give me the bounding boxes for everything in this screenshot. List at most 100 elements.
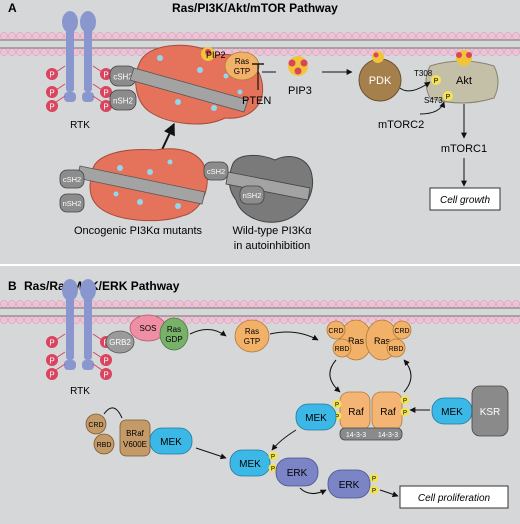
lipid-head [504, 300, 512, 308]
lipid-head [176, 300, 184, 308]
svg-text:P: P [335, 415, 339, 421]
lipid-head [8, 32, 16, 40]
erk-phosphates: P P [369, 473, 379, 495]
lipid-head [296, 32, 304, 40]
lipid-head [304, 32, 312, 40]
lipid-head [408, 316, 416, 324]
phosphate: P [100, 68, 112, 80]
lipid-head [408, 300, 416, 308]
lipid-head [504, 32, 512, 40]
svg-text:GTP: GTP [234, 67, 250, 76]
phosphate: P [400, 407, 410, 417]
lipid-head [472, 32, 480, 40]
lipid-head [216, 32, 224, 40]
pi3k-mutant [76, 148, 208, 222]
lipid-head [8, 48, 16, 56]
svg-text:CRD: CRD [328, 328, 343, 335]
lipid-head [8, 316, 16, 324]
lipid-head [504, 48, 512, 56]
lipid-head [184, 300, 192, 308]
lipid-head [128, 32, 136, 40]
lipid-head [408, 48, 416, 56]
crd-domain: CRD [392, 320, 412, 340]
lipid-head [128, 300, 136, 308]
lipid-head [16, 300, 24, 308]
lipid-head [192, 300, 200, 308]
svg-text:Ras: Ras [167, 325, 181, 334]
svg-text:P: P [372, 489, 376, 495]
rtk-phosphate-circles-a: P P P P P P [46, 68, 112, 112]
akt-phosphate-t308: P [431, 75, 441, 85]
lipid-head [464, 300, 472, 308]
phosphate: P [369, 473, 379, 483]
lipid-head [488, 316, 496, 324]
lipid-head [0, 32, 8, 40]
lipid-head [336, 300, 344, 308]
svg-text:P: P [103, 89, 108, 98]
lipid-head [304, 316, 312, 324]
lipid-head [360, 32, 368, 40]
lipid-head [320, 48, 328, 56]
lipid-head [104, 48, 112, 56]
svg-text:ERK: ERK [339, 480, 360, 491]
lipid-head [0, 316, 8, 324]
lipid-head [112, 48, 120, 56]
lipid-head [136, 32, 144, 40]
pi3k-wildtype [225, 155, 314, 223]
lipid-head [272, 316, 280, 324]
rtk-receptor-a [62, 11, 96, 102]
lipid-head [280, 316, 288, 324]
akt-phosphate-s473: P [443, 91, 453, 101]
raf-dimer: Raf Raf [339, 391, 403, 431]
lipid-head [312, 316, 320, 324]
phosphate: P [400, 395, 410, 405]
lipid-head [456, 316, 464, 324]
lipid-head [224, 300, 232, 308]
svg-text:nSH2: nSH2 [243, 191, 262, 200]
phosphate: P [46, 368, 58, 380]
mtorc2-label: mTORC2 [378, 119, 424, 131]
lipid-head [352, 300, 360, 308]
lipid-head [280, 32, 288, 40]
phosphate: P [268, 451, 278, 461]
lipid-head [472, 48, 480, 56]
pip2-label: PIP2 [206, 50, 226, 60]
erk-to-proliferation-arrow [379, 489, 399, 498]
lipid-head [424, 48, 432, 56]
s473-label: S473 [424, 96, 443, 105]
lipid-head [320, 316, 328, 324]
lipid-head [40, 48, 48, 56]
mek-protein-left: MEK [295, 403, 337, 431]
svg-text:P: P [335, 403, 339, 409]
lipid-head [312, 48, 320, 56]
phosphate: P [100, 368, 112, 380]
lipid-head [288, 32, 296, 40]
lipid-head [96, 48, 104, 56]
lipid-head [320, 32, 328, 40]
svg-text:P: P [49, 103, 54, 112]
lipid-head [304, 300, 312, 308]
svg-text:BRaf: BRaf [126, 429, 145, 438]
lipid-head [56, 32, 64, 40]
lipid-head [24, 300, 32, 308]
braf-v600e: BRaf V600E [119, 419, 151, 457]
t308-label: T308 [414, 69, 433, 78]
lipid-head [400, 300, 408, 308]
svg-text:PDK: PDK [369, 75, 392, 87]
lipid-head [368, 300, 376, 308]
svg-text:SOS: SOS [140, 324, 157, 333]
svg-text:nSH2: nSH2 [63, 199, 82, 208]
lipid-head [264, 32, 272, 40]
lipid-head [176, 32, 184, 40]
lipid-head [456, 32, 464, 40]
lipid-head [448, 32, 456, 40]
lipid-head [512, 32, 520, 40]
lipid-head [8, 300, 16, 308]
lipid-head [496, 32, 504, 40]
lipid-head [464, 316, 472, 324]
lipid-head [184, 32, 192, 40]
svg-text:CRD: CRD [88, 422, 103, 429]
lipid-head [360, 48, 368, 56]
svg-text:P: P [271, 455, 275, 461]
lipid-head [32, 32, 40, 40]
